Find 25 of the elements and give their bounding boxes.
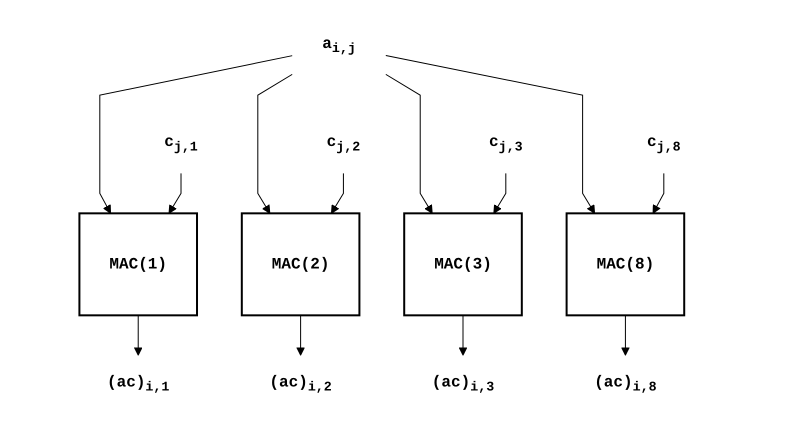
arrow [620,314,630,356]
node-text: a$_{i,j}$ [322,34,356,57]
node-text: c$_{j,3}$ [488,132,522,156]
arrow [385,74,432,214]
node-text: (ac)$_{i,2}$ [269,373,332,396]
arrow [99,54,292,214]
arrow [493,172,506,214]
node-text: (ac)$_{i,8}$ [594,373,656,396]
arrow [296,314,305,356]
arrow [330,172,344,214]
arrow [134,314,142,356]
node-box: MAC(8) [565,212,685,316]
node-box: MAC(2) [240,212,360,316]
arrow [458,314,468,356]
node-text: c$_{j,1}$ [164,132,198,156]
arrow [652,172,664,214]
node-text: (ac)$_{i,3}$ [431,373,494,396]
node-box: MAC(1) [78,212,198,316]
node-text: c$_{j,8}$ [646,132,680,156]
arrow [257,74,292,214]
node-text: (ac)$_{i,1}$ [106,373,170,396]
arrow [385,54,595,214]
node-box: MAC(3) [402,212,522,316]
node-text: c$_{j,2}$ [326,132,360,156]
arrow [168,172,182,214]
